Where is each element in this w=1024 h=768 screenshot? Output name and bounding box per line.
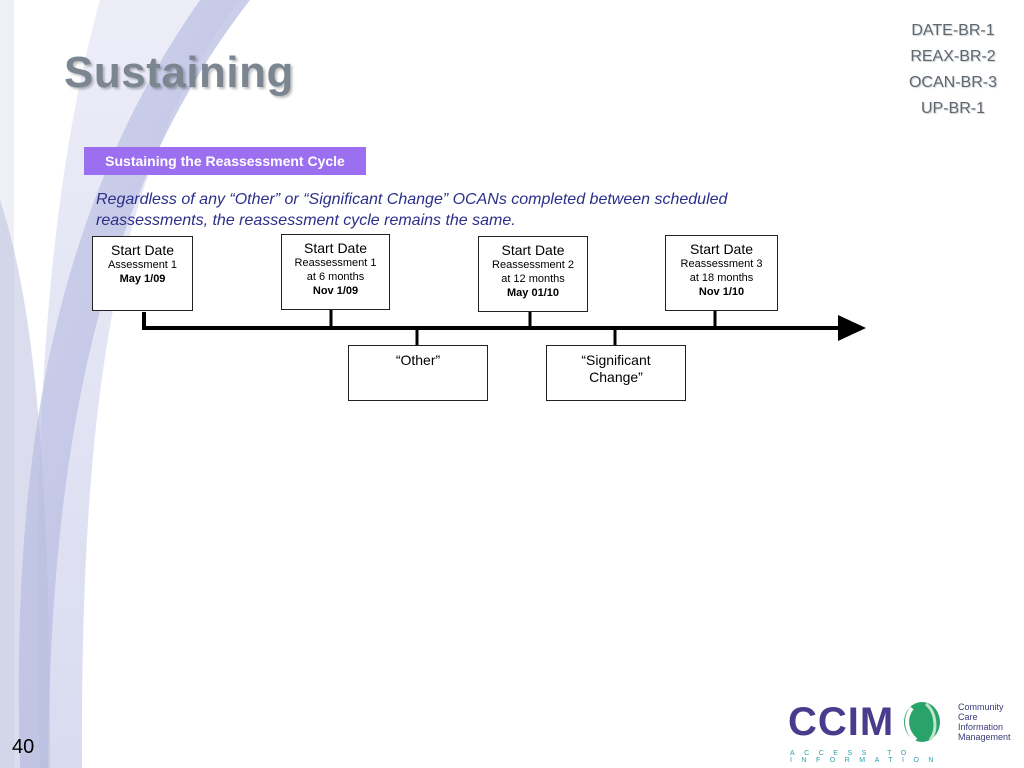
logo-subtitle-line: Care bbox=[958, 712, 978, 722]
logo-subtitle-line: Community bbox=[958, 702, 1004, 712]
code-item: DATE-BR-1 bbox=[911, 22, 995, 39]
section-label: Sustaining the Reassessment Cycle bbox=[84, 147, 366, 175]
box-header: Start Date bbox=[689, 241, 754, 257]
logo-subtitle-line: Management bbox=[958, 732, 1011, 742]
box-header: Start Date bbox=[110, 242, 175, 258]
box-label: Assessment 1 bbox=[107, 259, 178, 271]
logo-subtitle-line: Information bbox=[958, 722, 1004, 732]
box-header: Start Date bbox=[303, 240, 368, 256]
box-date: Nov 1/10 bbox=[698, 286, 745, 298]
event-box-significant-change: “Significant Change” bbox=[546, 345, 686, 401]
box-interval: at 18 months bbox=[689, 272, 754, 284]
box-date: Nov 1/09 bbox=[312, 285, 359, 297]
timeline-box-reassessment-3: Start Date Reassessment 3 at 18 months N… bbox=[665, 235, 778, 311]
box-date: May 01/10 bbox=[507, 287, 559, 299]
description-text: Regardless of any “Other” or “Significan… bbox=[96, 191, 728, 229]
logo-tagline: ACCESS TO INFORMATION bbox=[790, 750, 943, 764]
box-header: Start Date bbox=[501, 242, 565, 258]
box-label: Reassessment 2 bbox=[492, 259, 574, 271]
logo-wordmark: CCIM bbox=[788, 700, 895, 744]
timeline-box-reassessment-1: Start Date Reassessment 1 at 6 months No… bbox=[281, 234, 390, 310]
box-interval: at 12 months bbox=[501, 273, 565, 285]
code-item: OCAN-BR-3 bbox=[908, 74, 997, 91]
logo-subtitle: Community Care Information Management bbox=[958, 702, 1022, 742]
event-box-other: “Other” bbox=[348, 345, 488, 401]
requirement-codes: DATE-BR-1 REAX-BR-2 OCAN-BR-3 UP-BR-1 bbox=[898, 18, 1008, 122]
timeline-box-reassessment-2: Start Date Reassessment 2 at 12 months M… bbox=[478, 236, 588, 312]
box-date: May 1/09 bbox=[119, 273, 166, 285]
logo-globe-icon bbox=[904, 702, 940, 742]
code-item: UP-BR-1 bbox=[920, 100, 985, 117]
page-title: Sustaining bbox=[64, 48, 294, 97]
timeline-arrow-head bbox=[838, 315, 866, 341]
code-item: REAX-BR-2 bbox=[910, 48, 996, 65]
page-number: 40 bbox=[12, 736, 35, 758]
box-label: Reassessment 3 bbox=[680, 258, 763, 270]
timeline-box-assessment-1: Start Date Assessment 1 May 1/09 bbox=[92, 236, 193, 311]
box-label: Reassessment 1 bbox=[294, 257, 377, 269]
box-interval: at 6 months bbox=[306, 271, 365, 283]
